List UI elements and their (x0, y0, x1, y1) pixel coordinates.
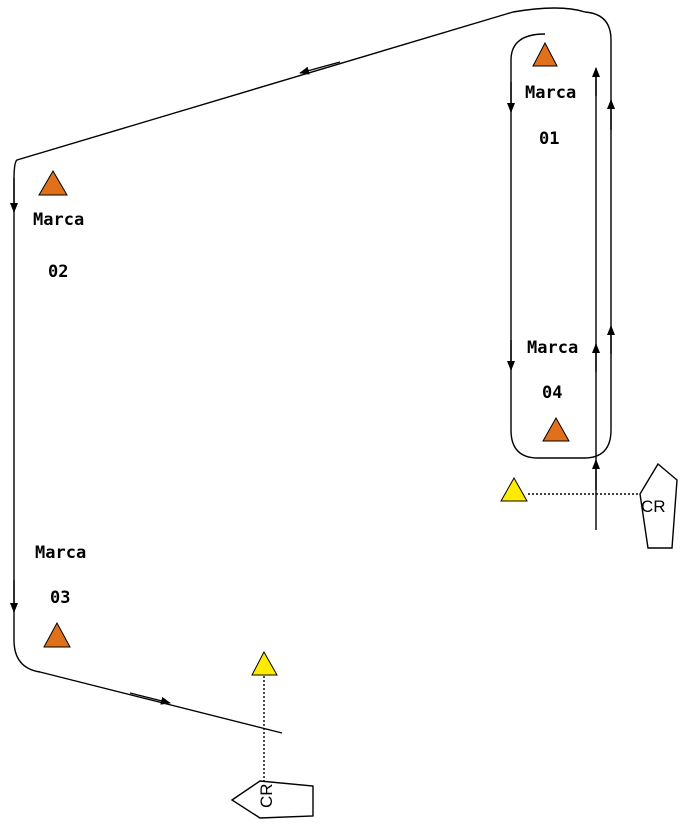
course-route-line (13, 11, 514, 734)
mark-word: Marca (33, 210, 84, 230)
committee-boat-start: CR (639, 462, 678, 549)
mark-03-label: Marca 03 (35, 543, 86, 608)
mark-number: 04 (542, 383, 562, 403)
mark-03-buoy (43, 621, 71, 648)
mark-number: 01 (539, 129, 559, 149)
mark-number: 02 (48, 262, 68, 282)
windward-leeward-loop (510, 11, 612, 459)
direction-arrow (299, 61, 341, 75)
mark-01-buoy (532, 41, 558, 67)
boat-hull-icon (230, 780, 314, 819)
mark-01-label: Marca 01 (525, 83, 576, 149)
mark-word: Marca (525, 83, 576, 103)
mark-02-label: Marca 02 (33, 210, 84, 282)
mark-number: 03 (50, 588, 70, 608)
boat-hull-icon (639, 462, 678, 549)
mark-02-buoy (38, 170, 68, 196)
direction-arrow (129, 692, 171, 705)
boat-label: CR (257, 783, 276, 808)
mark-04-label: Marca 04 (527, 338, 578, 403)
finish-pin-buoy (251, 650, 278, 676)
mark-word: Marca (35, 543, 86, 563)
start-pin-buoy (500, 476, 528, 502)
mark-word: Marca (527, 338, 578, 358)
mark-04-buoy (542, 416, 570, 442)
boat-label: CR (641, 497, 666, 516)
committee-boat-finish: CR (230, 780, 314, 819)
loop-top-connector (512, 7, 586, 13)
